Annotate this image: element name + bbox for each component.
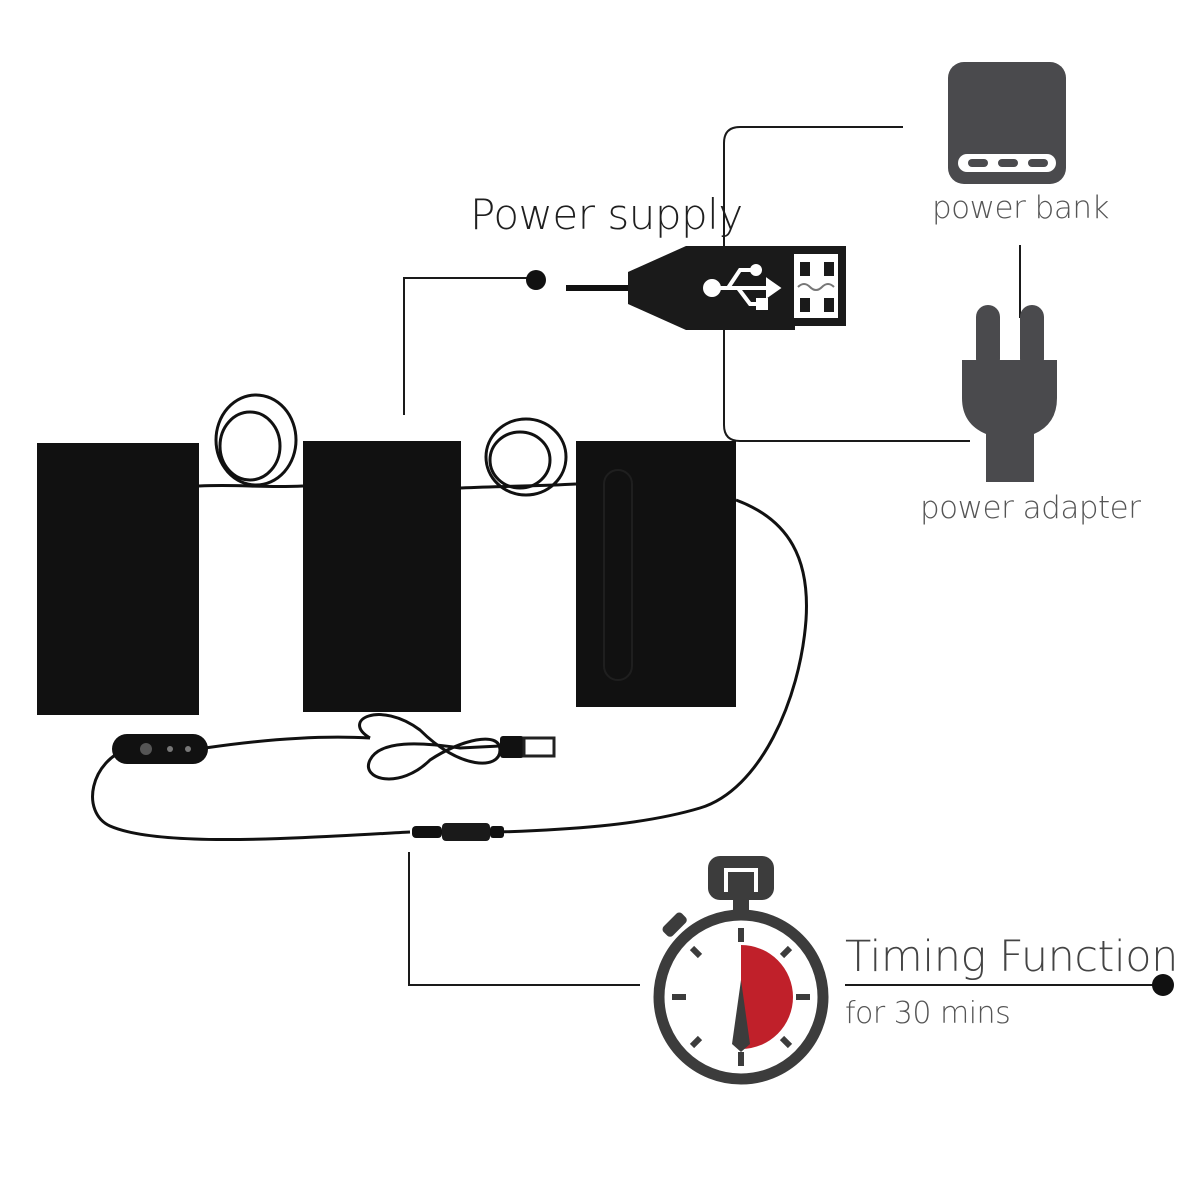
timer-connector-line: [408, 852, 640, 986]
heating-pads: [37, 441, 736, 715]
usb-plug-icon: [566, 246, 846, 330]
heating-pad: [303, 441, 461, 712]
usb-symbol-icon: [703, 264, 782, 310]
stopwatch-icon: [653, 856, 829, 1085]
usb-cable-plug: [500, 736, 556, 758]
usb-cable: [358, 713, 502, 781]
heating-pad: [37, 443, 199, 715]
wire-coil: [484, 417, 568, 497]
wire-coil: [214, 393, 298, 487]
power-supply-dot: [526, 270, 546, 290]
power-adapter-label: power adapter: [920, 490, 1141, 526]
power-supply-connector-line: [403, 277, 530, 415]
timing-function-label: Timing Function: [845, 932, 1178, 982]
heating-pad: [576, 441, 736, 707]
controller-remote: [112, 734, 208, 764]
power-bank-icon: [948, 62, 1066, 184]
pad-wires: [91, 393, 808, 842]
timing-dot: [1152, 974, 1174, 996]
power-plug-icon: [962, 305, 1057, 482]
dc-connector: [412, 823, 504, 841]
timing-duration-label: for 30 mins: [845, 996, 1011, 1031]
power-bank-label: power bank: [932, 190, 1109, 226]
power-supply-label: Power supply: [470, 190, 743, 239]
